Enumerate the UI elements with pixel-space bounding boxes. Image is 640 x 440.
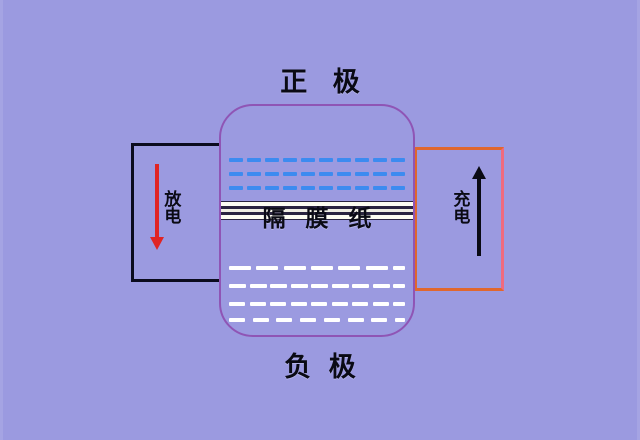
ion-dash	[347, 318, 364, 322]
ion-dash	[276, 318, 293, 322]
positive-ion-row	[221, 186, 413, 190]
ion-dash	[331, 284, 349, 288]
negative-ion-row	[221, 302, 413, 306]
ion-dash	[372, 302, 389, 306]
ion-dash	[352, 302, 368, 306]
ion-dash	[283, 186, 297, 190]
ion-dash	[283, 172, 297, 176]
ion-dash	[270, 302, 286, 306]
ion-dash	[311, 284, 328, 288]
ion-dash	[229, 302, 245, 306]
ion-dash	[355, 158, 369, 162]
ion-dash	[283, 266, 306, 270]
ion-dash	[270, 284, 287, 288]
ion-dash	[373, 158, 387, 162]
ion-dash	[319, 172, 333, 176]
ion-dash	[229, 186, 243, 190]
ion-dash	[290, 302, 307, 306]
charge-circuit-frame	[414, 147, 504, 291]
negative-ion-row	[221, 266, 413, 270]
separator-paper-label: 隔 膜 纸	[262, 206, 378, 232]
ion-dash	[229, 266, 251, 270]
separator-line	[221, 215, 413, 219]
arrow-head	[150, 237, 164, 250]
ion-dash	[252, 318, 269, 322]
charge-label: 充电	[449, 190, 470, 224]
ion-dash	[393, 302, 405, 306]
positive-electrode-label: 正 极	[280, 67, 368, 98]
battery-cell-body	[219, 104, 415, 337]
ion-dash	[337, 186, 351, 190]
ion-dash	[393, 284, 405, 288]
ion-dash	[247, 158, 261, 162]
ion-dash	[365, 266, 388, 270]
ion-dash	[355, 172, 369, 176]
discharge-circuit-frame	[131, 143, 232, 282]
ion-dash	[290, 284, 308, 288]
ion-dash	[229, 318, 245, 322]
ion-dash	[331, 302, 348, 306]
ion-dash	[392, 266, 405, 270]
discharge-arrow-down-icon	[150, 164, 164, 250]
ion-dash	[265, 186, 279, 190]
separator-line	[221, 202, 413, 206]
negative-ion-row	[221, 284, 413, 288]
ion-dash	[249, 302, 266, 306]
ion-dash	[391, 172, 405, 176]
ion-dash	[247, 186, 261, 190]
arrow-head	[472, 166, 486, 179]
ion-dash	[283, 158, 297, 162]
separator-paper-band	[221, 201, 413, 220]
ion-dash	[337, 172, 351, 176]
ion-dash	[373, 172, 387, 176]
ion-dash	[229, 284, 246, 288]
ion-dash	[256, 266, 279, 270]
ion-dash	[391, 186, 405, 190]
negative-electrode-label: 负 极	[284, 352, 360, 383]
ion-dash	[265, 172, 279, 176]
ion-dash	[300, 318, 317, 322]
ion-dash	[391, 158, 405, 162]
ion-dash	[311, 302, 327, 306]
ion-dash	[371, 318, 388, 322]
ion-dash	[394, 318, 405, 322]
ion-dash	[247, 172, 261, 176]
charge-arrow-up-icon	[472, 166, 486, 256]
ion-dash	[265, 158, 279, 162]
ion-dash	[319, 186, 333, 190]
ion-dash	[323, 318, 340, 322]
positive-ion-row	[221, 158, 413, 162]
positive-ion-row	[221, 172, 413, 176]
ion-dash	[337, 158, 351, 162]
ion-dash	[301, 158, 315, 162]
arrow-shaft	[477, 178, 481, 256]
ion-dash	[249, 284, 267, 288]
ion-dash	[373, 186, 387, 190]
ion-dash	[310, 266, 333, 270]
ion-dash	[355, 186, 369, 190]
negative-ion-row	[221, 318, 413, 322]
arrow-shaft	[155, 164, 159, 238]
ion-dash	[229, 172, 243, 176]
ion-dash	[372, 284, 390, 288]
separator-line	[221, 209, 413, 212]
discharge-label: 放电	[160, 190, 181, 224]
ion-dash	[319, 158, 333, 162]
ion-dash	[301, 186, 315, 190]
ion-dash	[301, 172, 315, 176]
ion-dash	[229, 158, 243, 162]
ion-dash	[338, 266, 361, 270]
ion-dash	[352, 284, 369, 288]
